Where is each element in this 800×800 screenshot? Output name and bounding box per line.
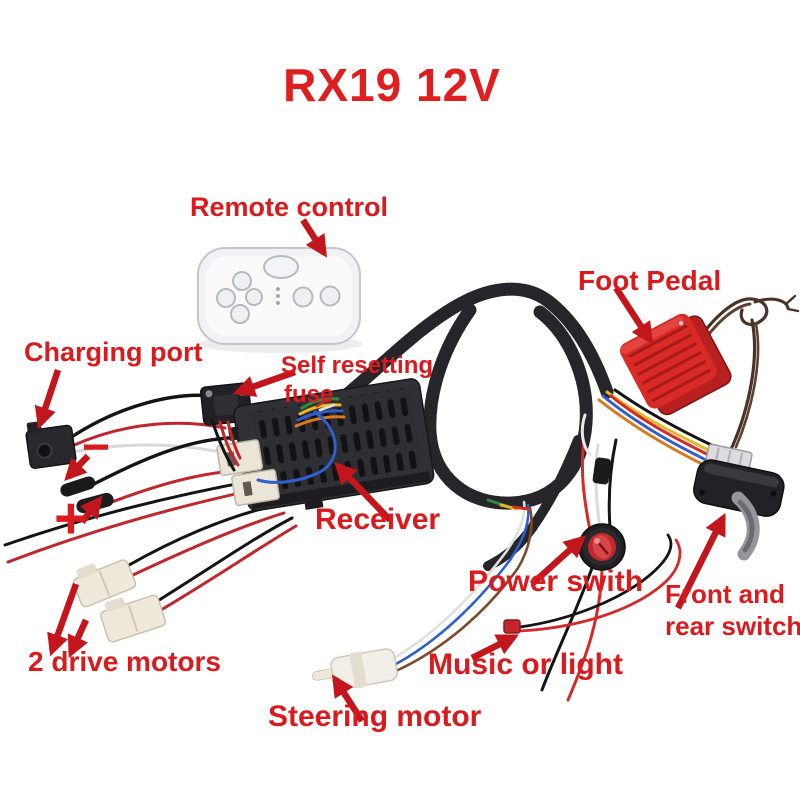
arrow-foot-pedal <box>613 286 654 345</box>
remote-indicator-dots <box>276 287 280 305</box>
label-battery-minus: − <box>82 421 111 474</box>
label-music-or-light: Music or light <box>428 648 623 681</box>
label-battery-plus: + <box>54 486 88 551</box>
remote-dpad-buttons <box>216 271 263 324</box>
arrow-front-rear-switch <box>675 513 726 610</box>
label-foot-pedal: Foot Pedal <box>578 265 722 296</box>
product-title: RX19 12V <box>283 59 501 111</box>
label-drive-motors: 2 drive motors <box>28 646 221 677</box>
remote-power-button <box>263 255 299 279</box>
front-rear-switch <box>693 443 785 561</box>
main-harness-loop <box>423 303 593 510</box>
arrow-charging-port <box>34 368 62 430</box>
arrow-receiver <box>334 462 393 523</box>
label-charging-port: Charging port <box>24 337 203 367</box>
arrow-self-resetting-fuse <box>232 368 297 397</box>
arrow-drive-motor-1 <box>47 582 80 657</box>
steering-motor-wires <box>392 500 533 672</box>
arrow-power-switch <box>529 535 587 587</box>
label-receiver: Receiver <box>315 503 441 536</box>
label-self-resetting-fuse-line1: Self resetting <box>281 352 434 379</box>
power-switch-wires <box>540 413 618 702</box>
annotation-arrows <box>34 218 726 723</box>
arrow-battery-plus <box>79 495 103 524</box>
label-power-switch: Power swith <box>468 565 644 598</box>
receiver-top-wires <box>210 396 346 484</box>
front-rear-switch-wires <box>597 388 720 468</box>
label-front-rear-line2: rear switch <box>665 611 800 641</box>
label-steering-motor: Steering motor <box>268 700 482 733</box>
remote-right-buttons <box>292 285 341 308</box>
arrow-steering-motor <box>332 674 365 723</box>
loop-wire-tips <box>486 498 530 511</box>
label-remote-control: Remote control <box>190 192 389 222</box>
music-light-wires <box>518 533 682 633</box>
battery-terminal-negative <box>60 476 96 497</box>
power-switch <box>578 457 626 571</box>
music-light-connector <box>503 619 521 634</box>
drive-motor-wires <box>3 476 298 622</box>
label-front-rear-line1: Front and <box>665 579 785 609</box>
arrow-drive-motor-2 <box>67 618 89 659</box>
label-self-resetting-fuse-line2: fuse <box>284 381 334 408</box>
arrow-remote-control <box>300 218 327 258</box>
steering-motor-connector <box>312 648 398 690</box>
charging-port <box>25 421 77 469</box>
drive-motor-connector-2 <box>100 594 167 643</box>
arrow-music-or-light <box>470 634 519 661</box>
drive-motor-connector-1 <box>72 559 137 608</box>
arrow-battery-minus <box>64 453 91 482</box>
remote-control <box>197 247 362 353</box>
main-harness-cable <box>331 282 614 409</box>
